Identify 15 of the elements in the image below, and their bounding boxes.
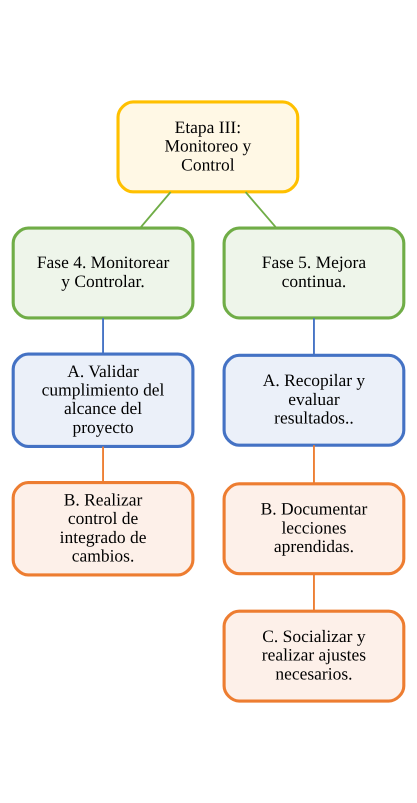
node-box: A. Validar cumplimiento del alcance del proyecto: [12, 352, 194, 448]
node-box: Fase 5. Mejora continua.: [222, 226, 406, 320]
node-box: B. Realizar control de integrado de cambios.: [12, 481, 194, 577]
node-box: C. Socializar y realizar ajustes necesarios.: [222, 610, 406, 703]
connector: [244, 191, 278, 229]
node-box: B. Documentar lecciones aprendidas.: [222, 482, 406, 576]
node-box: Etapa III: Monitoreo y Control: [116, 100, 300, 194]
connector: [102, 446, 104, 482]
connector: [102, 318, 104, 354]
node-box: A. Recopilar y evaluar resultados..: [222, 354, 406, 447]
node-box: Fase 4. Monitorear y Controlar.: [12, 226, 194, 320]
connector: [313, 318, 315, 355]
connector: [313, 574, 315, 611]
connector: [313, 445, 315, 484]
connector: [139, 191, 172, 229]
